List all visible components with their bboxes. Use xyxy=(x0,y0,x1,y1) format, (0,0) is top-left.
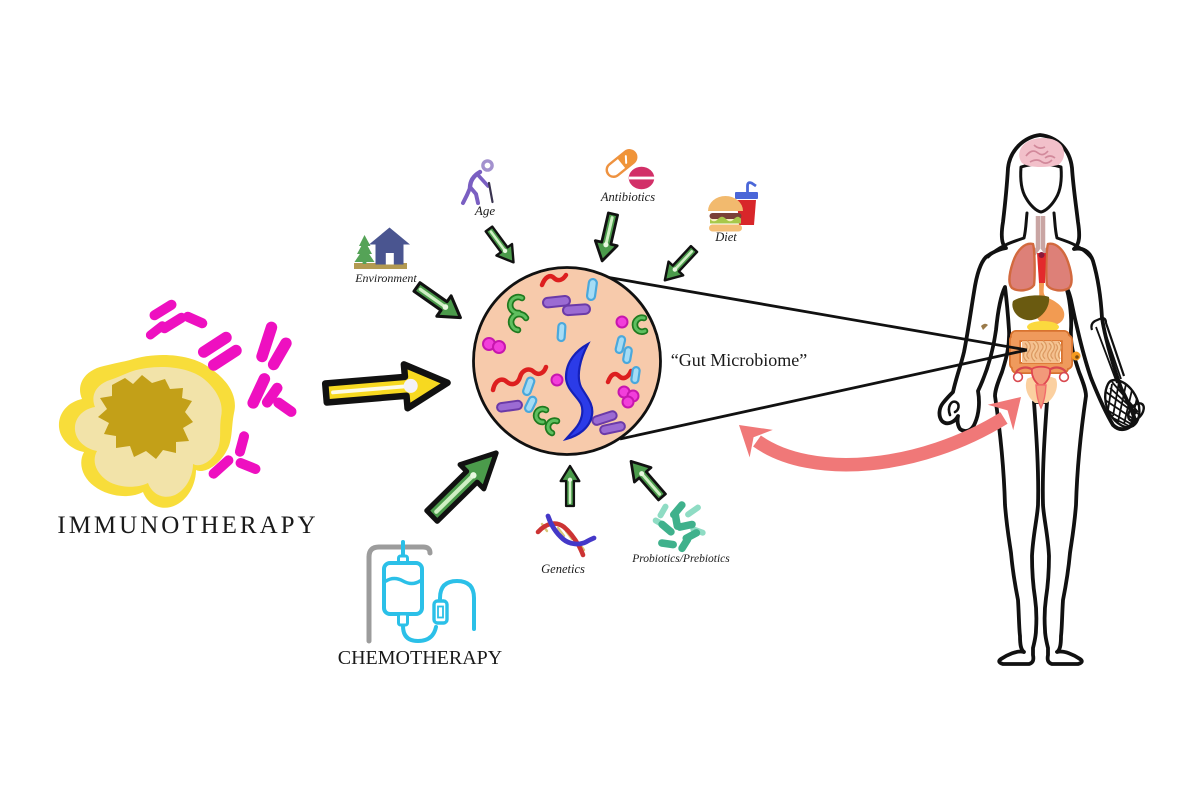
svg-text:Environment: Environment xyxy=(354,271,417,285)
svg-text:CHEMOTHERAPY: CHEMOTHERAPY xyxy=(338,647,502,669)
svg-text:Age: Age xyxy=(474,203,495,218)
svg-text:“Gut Microbiome”: “Gut Microbiome” xyxy=(671,350,807,370)
svg-text:Diet: Diet xyxy=(714,230,737,244)
svg-text:Antibiotics: Antibiotics xyxy=(600,190,655,204)
svg-text:IMMUNOTHERAPY: IMMUNOTHERAPY xyxy=(57,512,318,539)
svg-text:Probiotics/Prebiotics: Probiotics/Prebiotics xyxy=(631,553,730,565)
svg-text:Genetics: Genetics xyxy=(541,562,585,576)
